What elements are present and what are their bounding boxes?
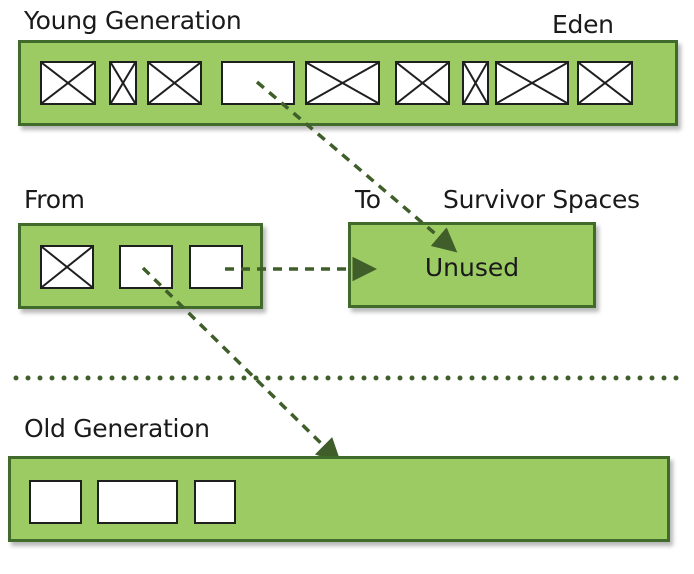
from-label: From: [24, 185, 85, 214]
old-generation-space: [8, 456, 670, 542]
cross-mark-icon: [149, 63, 200, 103]
old-generation-label: Old Generation: [24, 414, 210, 443]
eden-label: Eden: [552, 10, 614, 39]
eden-object-7-dead: [462, 61, 489, 105]
cross-mark-icon: [464, 63, 487, 103]
eden-object-8-dead: [495, 61, 569, 105]
unused-label: Unused: [424, 253, 520, 282]
arrow-promote-to-old: [141, 266, 341, 463]
eden-object-2-dead: [109, 61, 137, 105]
cross-mark-icon: [42, 63, 94, 103]
from-survivor-space: [18, 223, 263, 309]
eden-object-1-dead: [40, 61, 96, 105]
survivor-spaces-label: Survivor Spaces: [443, 185, 640, 214]
to-label: To: [355, 185, 381, 214]
to-survivor-space: Unused: [348, 222, 596, 308]
cross-mark-icon: [497, 63, 567, 103]
from-object-1-dead: [40, 245, 94, 289]
from-object-3: [189, 245, 243, 289]
eden-object-6-dead: [395, 61, 450, 105]
eden-object-9-dead: [577, 61, 633, 105]
eden-space: [18, 40, 678, 126]
cross-mark-icon: [397, 63, 448, 103]
old-object-1: [29, 480, 82, 524]
old-object-3: [194, 480, 236, 524]
eden-object-3-dead: [147, 61, 202, 105]
eden-object-5-dead: [305, 61, 380, 105]
young-generation-label: Young Generation: [24, 6, 242, 35]
cross-mark-icon: [307, 63, 378, 103]
arrow-eden-to-survivor: [255, 80, 458, 253]
cross-mark-icon: [111, 63, 135, 103]
cross-mark-icon: [579, 63, 631, 103]
from-object-2: [119, 245, 173, 289]
cross-mark-icon: [42, 247, 92, 287]
old-object-2: [97, 480, 178, 524]
